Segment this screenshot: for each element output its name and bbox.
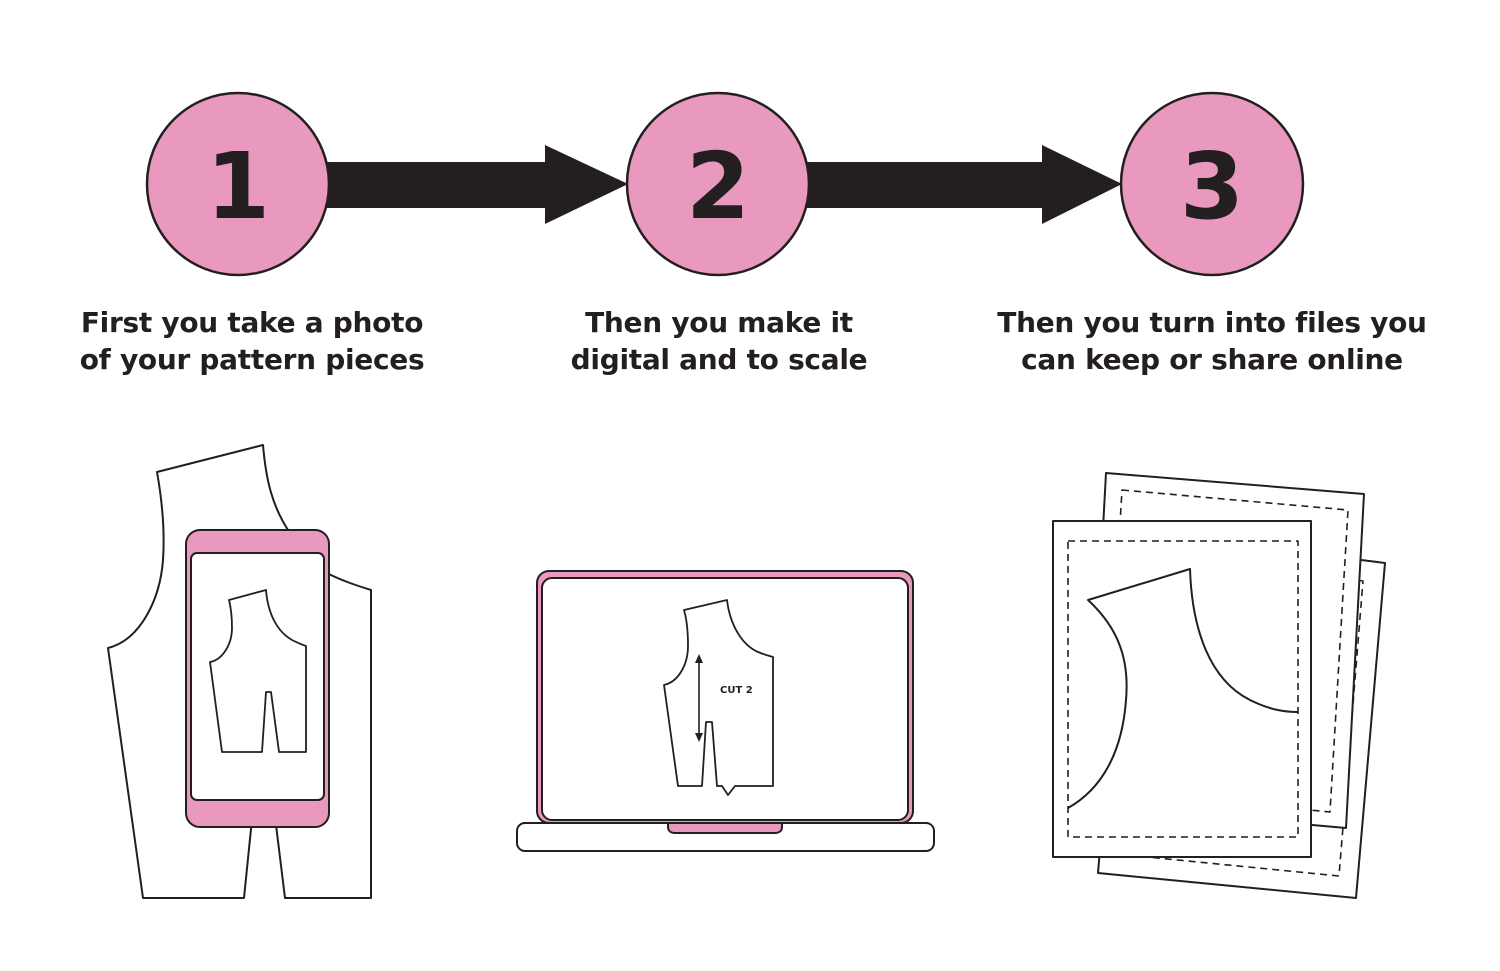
laptop-with-digital-pattern-illustration: CUT 2 — [516, 570, 935, 852]
cut-label: CUT 2 — [720, 685, 753, 696]
step-3-caption: Then you turn into files you can keep or… — [982, 304, 1442, 378]
step-1-number: 1 — [206, 133, 270, 240]
phone-photographing-pattern-illustration — [107, 444, 372, 899]
laptop-screen-pattern — [663, 599, 774, 796]
step-1-caption-line-2: of your pattern pieces — [79, 343, 425, 376]
step-3-caption-line-1: Then you turn into files you — [997, 306, 1427, 339]
step-1-circle: 1 — [145, 91, 331, 277]
step-3-caption-line-2: can keep or share online — [1021, 343, 1403, 376]
laptop-notch — [667, 822, 783, 834]
step-1-caption: First you take a photo of your pattern p… — [22, 304, 482, 378]
file-sheet-front — [1052, 520, 1312, 858]
stack-of-pattern-files-illustration — [1052, 472, 1386, 899]
file-pattern-outline — [1067, 568, 1299, 809]
step-3-circle: 3 — [1119, 91, 1305, 277]
step-2-caption-line-2: digital and to scale — [570, 343, 868, 376]
arrow-1-to-2 — [325, 145, 628, 224]
step-1-caption-line-1: First you take a photo — [80, 306, 424, 339]
step-2-caption: Then you make it digital and to scale — [489, 304, 949, 378]
phone-screen-pattern — [209, 589, 307, 753]
arrow-2-to-3 — [805, 145, 1122, 224]
grainline-arrow-icon — [695, 654, 703, 742]
step-2-circle: 2 — [625, 91, 811, 277]
step-2-caption-line-1: Then you make it — [585, 306, 853, 339]
step-2-number: 2 — [686, 133, 750, 240]
step-3-number: 3 — [1180, 133, 1244, 240]
